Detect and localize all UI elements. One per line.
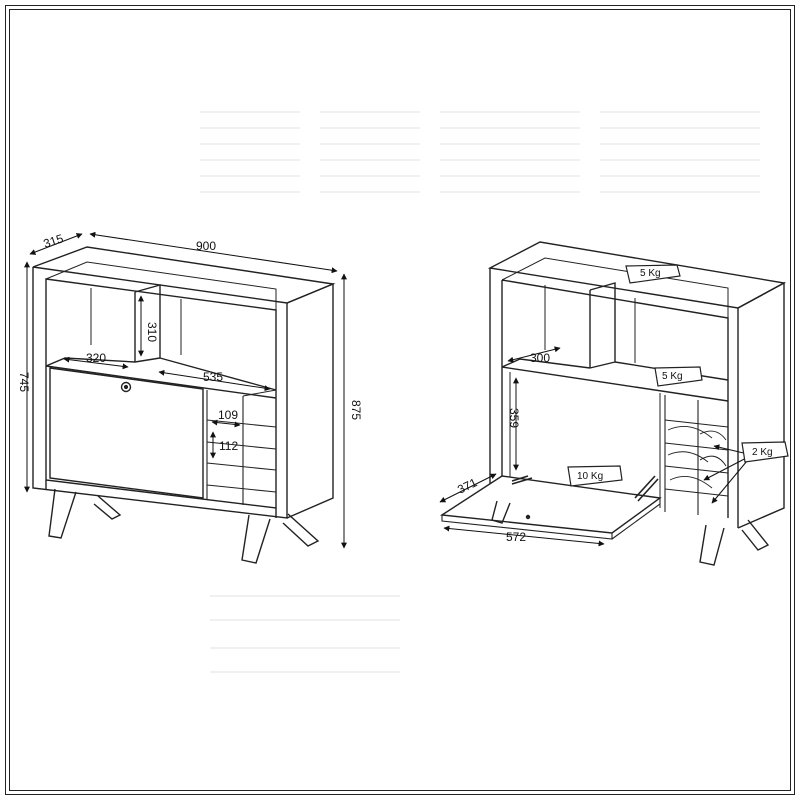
open-cabinet-leg bbox=[491, 500, 511, 524]
dim-depth: 315 bbox=[42, 231, 66, 251]
dim-bottle-height: 112 bbox=[219, 439, 238, 453]
cabinet-leg bbox=[241, 514, 271, 564]
svg-text:2 Kg: 2 Kg bbox=[752, 447, 773, 458]
svg-text:5 Kg: 5 Kg bbox=[662, 371, 683, 382]
dim-total-height: 875 bbox=[349, 400, 363, 420]
cabinet-top bbox=[32, 246, 336, 304]
load-tag-shelf: 5 Kg bbox=[654, 366, 703, 387]
open-cabinet-leg bbox=[699, 524, 725, 566]
cabinet-open-view bbox=[439, 241, 787, 566]
dim-shelf-width: 535 bbox=[203, 370, 223, 384]
open-dimension-lines bbox=[439, 346, 753, 547]
cabinet-front-frame bbox=[32, 267, 288, 519]
dim-bottle-width: 109 bbox=[218, 408, 238, 422]
inner-frame-border bbox=[9, 9, 791, 791]
open-bottle-rack bbox=[664, 395, 729, 515]
dim-shelf-depth: 300 bbox=[530, 351, 550, 365]
flap-stay bbox=[634, 475, 659, 502]
open-cabinet-side bbox=[737, 281, 785, 529]
dim-niche-width: 320 bbox=[86, 351, 106, 365]
front-dimension-labels: 315 900 745 875 310 320 535 109 112 bbox=[17, 231, 363, 453]
front-flap-door bbox=[49, 367, 204, 499]
dim-flap-width: 572 bbox=[506, 530, 526, 544]
cabinet-leg bbox=[93, 495, 122, 520]
flap-stay bbox=[511, 475, 533, 485]
bottle-rack bbox=[206, 389, 277, 505]
load-tag-flap: 10 Kg bbox=[567, 465, 623, 487]
dim-niche-height: 310 bbox=[145, 322, 159, 342]
front-dimension-lines bbox=[24, 231, 347, 549]
cabinet-side-panel bbox=[286, 282, 334, 519]
cabinet-leg bbox=[48, 488, 77, 539]
svg-text:5 Kg: 5 Kg bbox=[640, 268, 661, 279]
faint-watermark bbox=[200, 111, 760, 673]
dim-body-height: 745 bbox=[17, 372, 31, 392]
load-tag-rack: 2 Kg bbox=[741, 441, 789, 463]
load-tag-top: 5 Kg bbox=[625, 264, 681, 284]
niche-divider bbox=[134, 284, 161, 363]
dim-width: 900 bbox=[196, 239, 216, 253]
cabinet-front-view bbox=[32, 246, 336, 564]
load-tags: 5 Kg 5 Kg 10 Kg 2 Kg bbox=[567, 264, 789, 487]
open-cabinet-leg bbox=[741, 519, 770, 551]
open-cabinet-frame bbox=[489, 268, 739, 528]
lock-icon bbox=[120, 381, 132, 393]
svg-text:10 Kg: 10 Kg bbox=[577, 471, 603, 482]
outer-frame-border bbox=[5, 5, 795, 795]
cabinet-leg bbox=[282, 513, 320, 547]
dim-compartment-height: 359 bbox=[507, 408, 521, 428]
